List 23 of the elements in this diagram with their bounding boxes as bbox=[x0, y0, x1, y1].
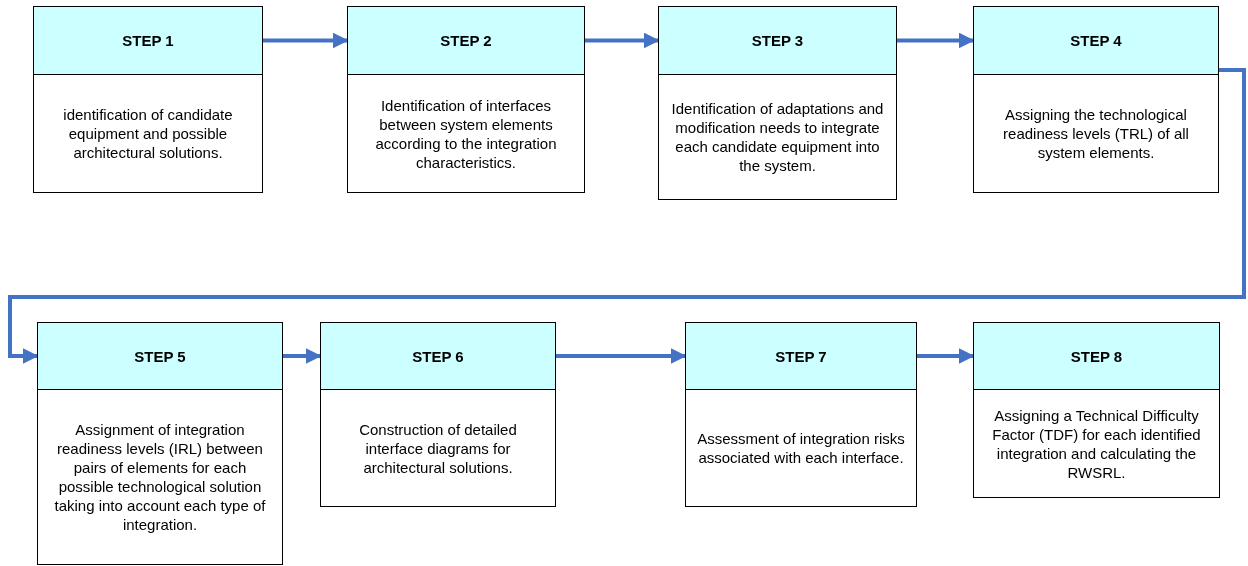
step-heading: STEP 7 bbox=[685, 322, 917, 390]
arrow bbox=[283, 348, 322, 364]
arrow bbox=[8, 68, 1246, 364]
step-description: Assessment of integration risks associated with each interface. bbox=[685, 390, 917, 507]
step-description: Assignment of integration readiness levels (IRL) between pairs of elements for each possible technological solution taking into account each type of integration. bbox=[37, 390, 283, 565]
step-heading: STEP 2 bbox=[347, 6, 585, 75]
arrow bbox=[917, 348, 975, 364]
step-description: identification of candidate equipment and possible architectural solutions. bbox=[33, 75, 263, 193]
step-heading: STEP 1 bbox=[33, 6, 263, 75]
step-description: Identification of adaptations and modification needs to integrate each candidate equipment into the system. bbox=[658, 75, 897, 200]
step-description: Construction of detailed interface diagrams for architectural solutions. bbox=[320, 390, 556, 507]
step-description: Identification of interfaces between system elements according to the integration characteristics. bbox=[347, 75, 585, 193]
arrow bbox=[897, 32, 975, 49]
step-heading: STEP 8 bbox=[973, 322, 1220, 390]
step-heading: STEP 5 bbox=[37, 322, 283, 390]
arrow bbox=[263, 32, 349, 49]
arrow bbox=[556, 348, 687, 364]
step-heading: STEP 6 bbox=[320, 322, 556, 390]
arrow bbox=[585, 32, 660, 49]
step-description: Assigning a Technical Difficulty Factor (TDF) for each identified integration and calculating the RWSRL. bbox=[973, 390, 1220, 498]
step-heading: STEP 4 bbox=[973, 6, 1219, 75]
step-heading: STEP 3 bbox=[658, 6, 897, 75]
step-description: Assigning the technological readiness levels (TRL) of all system elements. bbox=[973, 75, 1219, 193]
